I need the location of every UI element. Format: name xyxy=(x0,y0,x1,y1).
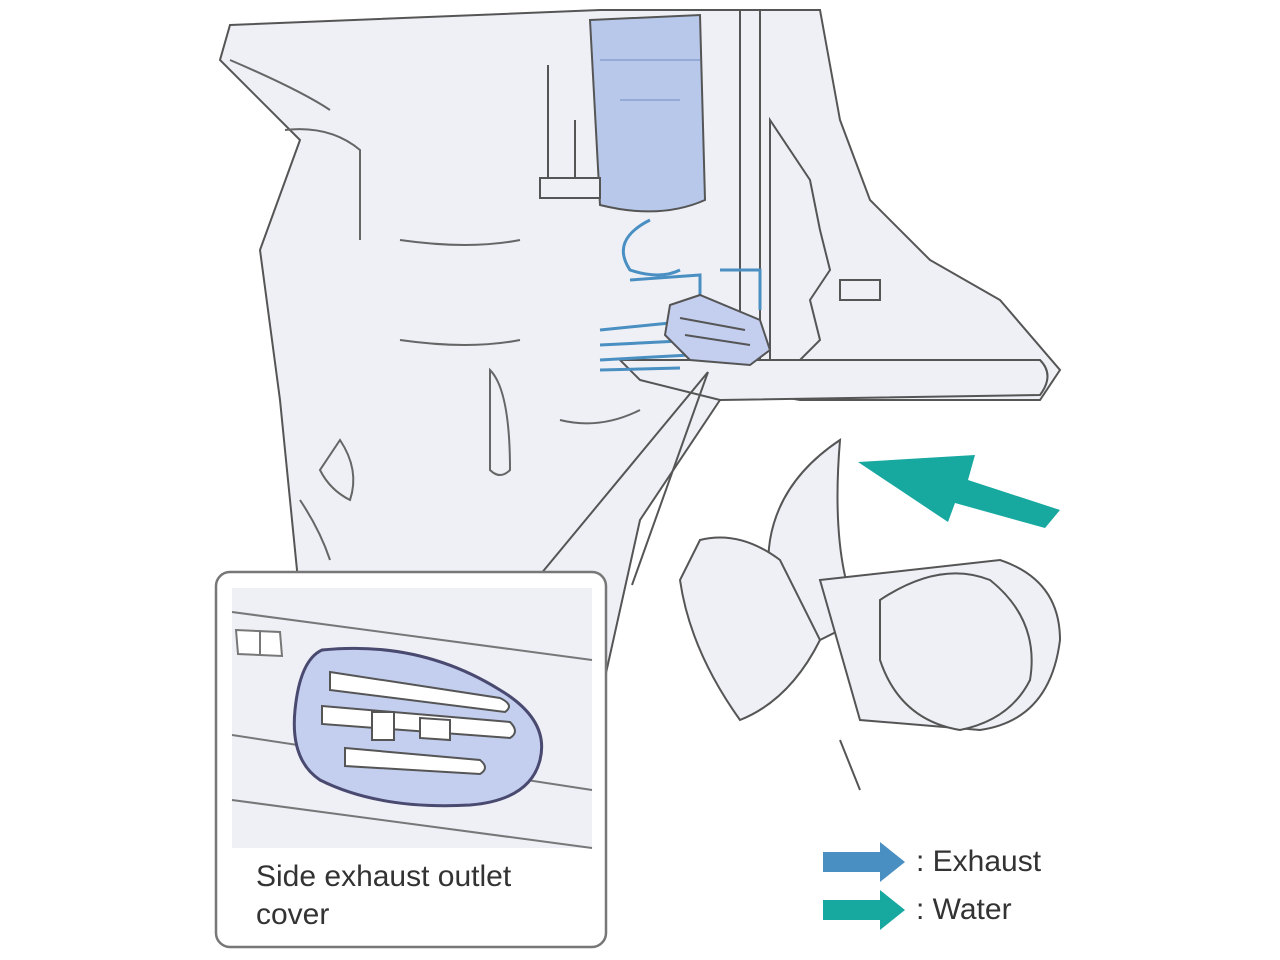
exhaust-pipe xyxy=(588,13,707,213)
transom-frame xyxy=(739,9,881,361)
side-exhaust-outlet xyxy=(663,293,772,367)
inset-leader-lines xyxy=(539,371,709,586)
legend: : Exhaust : Water xyxy=(820,840,1120,936)
legend-label-water: : Water xyxy=(916,893,1012,926)
legend-label-exhaust: : Exhaust xyxy=(916,845,1042,878)
housing-contour-lines xyxy=(229,59,641,561)
inset-outlet-cover xyxy=(292,646,544,808)
legend-item-exhaust: : Exhaust xyxy=(820,840,1120,888)
propeller xyxy=(678,438,1062,791)
mounting-bracket xyxy=(539,65,601,199)
inset-caption-line2: cover xyxy=(256,898,330,931)
exhaust-arrow-icon xyxy=(823,842,905,882)
inset-caption: Side exhaust outlet cover xyxy=(256,858,586,934)
inset-tab xyxy=(234,628,284,658)
water-arrow-icon xyxy=(823,890,905,930)
inset-caption-line1: Side exhaust outlet xyxy=(256,860,512,893)
outlet-cover-inset xyxy=(214,570,608,949)
legend-item-water: : Water xyxy=(820,888,1120,936)
anti-ventilation-plate xyxy=(617,359,1049,402)
water-flow-arrow xyxy=(858,455,1060,528)
